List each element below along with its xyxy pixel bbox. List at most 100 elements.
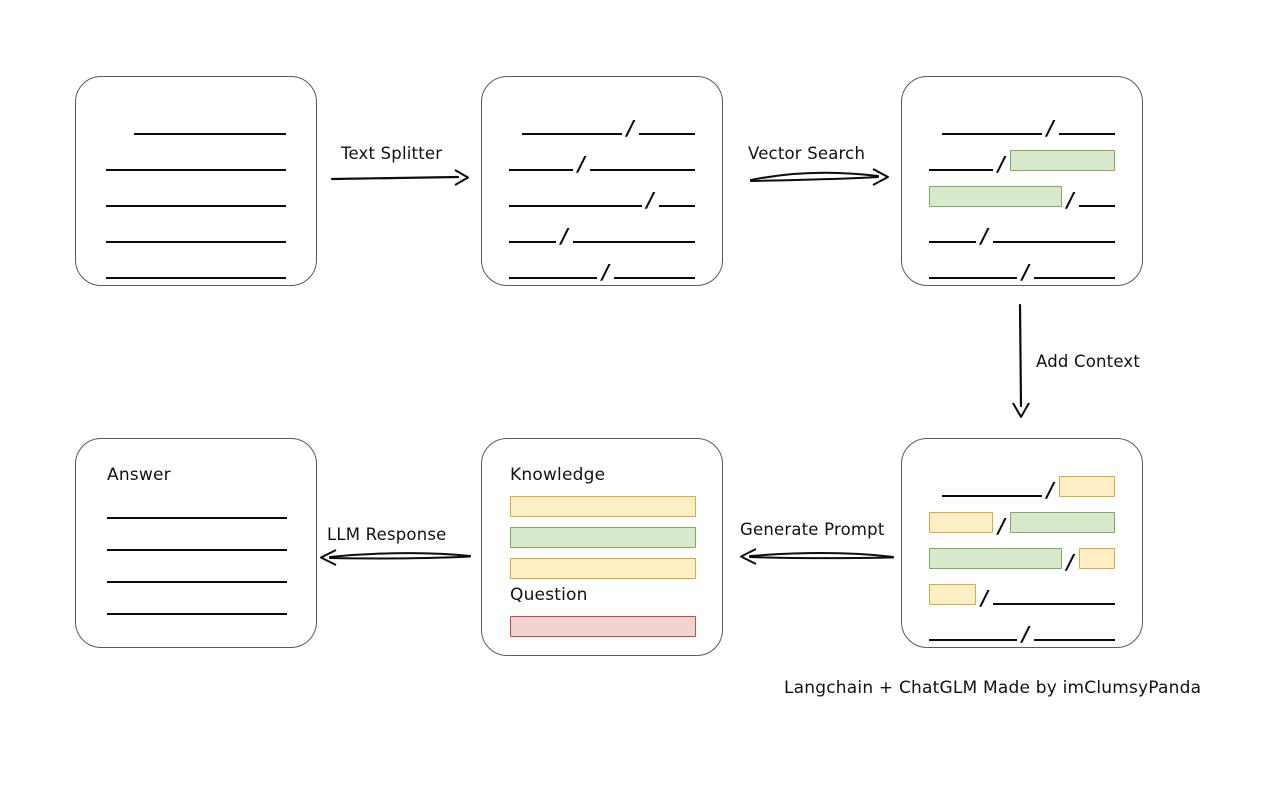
chunk-row: / [509, 113, 695, 140]
arrow-add-context [1012, 303, 1030, 418]
chunk-text-line [106, 153, 286, 171]
knowledge-bar-2 [510, 527, 696, 548]
chunk-text-line [1034, 623, 1115, 641]
chunk-separator-slash: / [1066, 550, 1074, 574]
chunk-highlight-yellow [929, 584, 976, 605]
answer-line-2 [107, 549, 287, 551]
chunk-row [106, 149, 286, 171]
chunk-text-line [106, 225, 286, 243]
chunk-row [106, 257, 286, 279]
edge-label-add-context: Add Context [1036, 352, 1141, 371]
chunk-row: / [929, 257, 1115, 284]
chunk-text-line [929, 623, 1018, 641]
chunk-text-line [106, 261, 286, 279]
question-bar-1 [510, 616, 696, 637]
chunk-text-line [134, 117, 286, 135]
chunk-row: / [929, 475, 1115, 502]
edge-label-text-splitter: Text Splitter [341, 144, 443, 163]
chunk-separator-slash: / [997, 152, 1006, 176]
chunk-row [106, 113, 286, 135]
chunk-row: / [929, 149, 1115, 176]
chunk-separator-slash: / [997, 514, 1006, 538]
chunk-text-line [1034, 261, 1115, 279]
chunk-row: / [509, 149, 695, 176]
chunk-highlight-green [929, 186, 1062, 207]
answer-line-3 [107, 581, 287, 583]
chunk-highlight-green [1010, 512, 1115, 533]
chunk-separator-slash: / [1046, 478, 1054, 502]
edge-label-llm-response: LLM Response [327, 525, 447, 544]
chunk-text-line [941, 117, 1042, 135]
chunk-row: / [929, 619, 1115, 646]
chunk-text-line [614, 261, 695, 279]
source-document-rows [76, 77, 316, 285]
answer-line-4 [107, 613, 287, 615]
card-split-chunks: / / / / / [481, 76, 723, 286]
knowledge-bar-3 [510, 558, 696, 579]
chunk-row: / [929, 583, 1115, 610]
arrow-vector-search [750, 168, 889, 186]
chunk-row: / [929, 185, 1115, 212]
chunk-text-line [993, 587, 1115, 605]
chunk-highlight-green [1010, 150, 1115, 171]
chunk-text-line [929, 153, 993, 171]
chunk-row: / [929, 113, 1115, 140]
chunk-text-line [509, 189, 642, 207]
chunk-separator-slash: / [980, 224, 989, 248]
context-chunks-rows: / / / / / [902, 439, 1142, 647]
chunk-highlight-yellow [929, 512, 993, 533]
chunk-text-line [993, 225, 1115, 243]
chunk-separator-slash: / [1066, 188, 1075, 212]
card-prompt: Knowledge Question [481, 438, 723, 656]
chunk-separator-slash: / [602, 260, 610, 284]
knowledge-bar-1 [510, 496, 696, 517]
chunk-text-line [1079, 189, 1115, 207]
chunk-row [106, 221, 286, 243]
chunk-text-line [521, 117, 622, 135]
arrow-generate-prompt [740, 548, 894, 565]
edge-label-vector-search: Vector Search [748, 144, 866, 163]
chunk-separator-slash: / [1046, 116, 1054, 140]
arrow-text-splitter [330, 169, 469, 186]
chunk-separator-slash: / [980, 586, 989, 610]
card-matched-chunks: / / / / / [901, 76, 1143, 286]
chunk-row [106, 185, 286, 207]
chunk-separator-slash: / [1022, 622, 1030, 646]
split-chunks-rows: / / / / / [482, 77, 722, 285]
question-label: Question [510, 585, 588, 605]
chunk-separator-slash: / [646, 188, 654, 212]
card-source-document [75, 76, 317, 286]
card-context-chunks: / / / / / [901, 438, 1143, 648]
edge-label-generate-prompt: Generate Prompt [740, 520, 885, 539]
chunk-highlight-yellow [1059, 476, 1115, 497]
chunk-highlight-green [929, 548, 1062, 569]
card-answer: Answer [75, 438, 317, 648]
chunk-row: / [509, 221, 695, 248]
chunk-separator-slash: / [1022, 260, 1030, 284]
chunk-text-line [573, 225, 695, 243]
chunk-text-line [639, 117, 695, 135]
arrow-llm-response [320, 549, 471, 566]
chunk-text-line [509, 225, 556, 243]
chunk-text-line [658, 189, 695, 207]
chunk-text-line [929, 261, 1018, 279]
chunk-text-line [1059, 117, 1115, 135]
chunk-separator-slash: / [560, 224, 569, 248]
chunk-text-line [509, 261, 598, 279]
chunk-row: / [929, 547, 1115, 574]
chunk-text-line [929, 225, 976, 243]
diagram-caption: Langchain + ChatGLM Made by imClumsyPand… [784, 678, 1202, 698]
chunk-separator-slash: / [577, 152, 586, 176]
knowledge-label: Knowledge [510, 465, 606, 485]
chunk-separator-slash: / [626, 116, 634, 140]
chunk-row: / [929, 511, 1115, 538]
chunk-text-line [106, 189, 286, 207]
chunk-text-line [941, 479, 1042, 497]
chunk-highlight-yellow [1078, 548, 1115, 569]
chunk-row: / [509, 257, 695, 284]
chunk-row: / [929, 221, 1115, 248]
matched-chunks-rows: / / / / / [902, 77, 1142, 285]
chunk-text-line [590, 153, 695, 171]
answer-label: Answer [107, 465, 171, 485]
